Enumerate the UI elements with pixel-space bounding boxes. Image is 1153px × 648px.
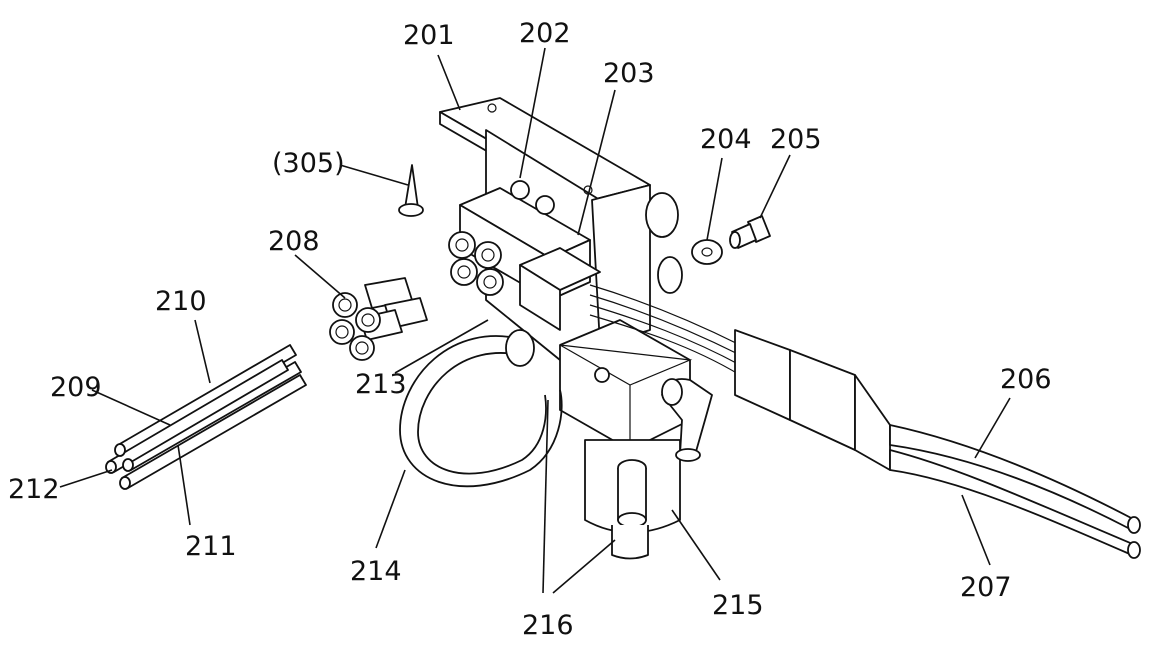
tube-loop — [399, 329, 563, 488]
cable-assembly — [589, 284, 1141, 559]
callout-201: 201 — [403, 20, 455, 51]
washer — [691, 239, 723, 265]
callout-205: 205 — [770, 124, 822, 155]
valve-manifold — [459, 180, 601, 331]
lower-valve-unit — [559, 319, 693, 560]
callout-212: 212 — [8, 474, 60, 505]
callout-209: 209 — [50, 372, 102, 403]
callout-207: 207 — [960, 572, 1012, 603]
pin — [398, 164, 424, 217]
callout-210: 210 — [155, 286, 207, 317]
callout-211: 211 — [185, 531, 237, 562]
callout-214: 214 — [350, 556, 402, 587]
callout-203: 203 — [603, 58, 655, 89]
plug-set — [329, 277, 428, 361]
cylinder-body — [645, 192, 683, 294]
callout-208: 208 — [268, 226, 320, 257]
manifold-fittings — [448, 231, 504, 296]
callout-labels: 201 202 203 204 205 206 207 208 209 210 … — [8, 18, 1052, 641]
callout-213: 213 — [355, 369, 407, 400]
callout-215: 215 — [712, 590, 764, 621]
tube-bundle — [105, 344, 307, 490]
callout-305: (305) — [272, 148, 345, 179]
callout-206: 206 — [1000, 364, 1052, 395]
leader-lines — [59, 47, 1011, 594]
callout-204: 204 — [700, 124, 752, 155]
callout-202: 202 — [519, 18, 571, 49]
bolt — [729, 215, 771, 249]
callout-216: 216 — [522, 610, 574, 641]
elbow-fitting — [661, 378, 713, 462]
